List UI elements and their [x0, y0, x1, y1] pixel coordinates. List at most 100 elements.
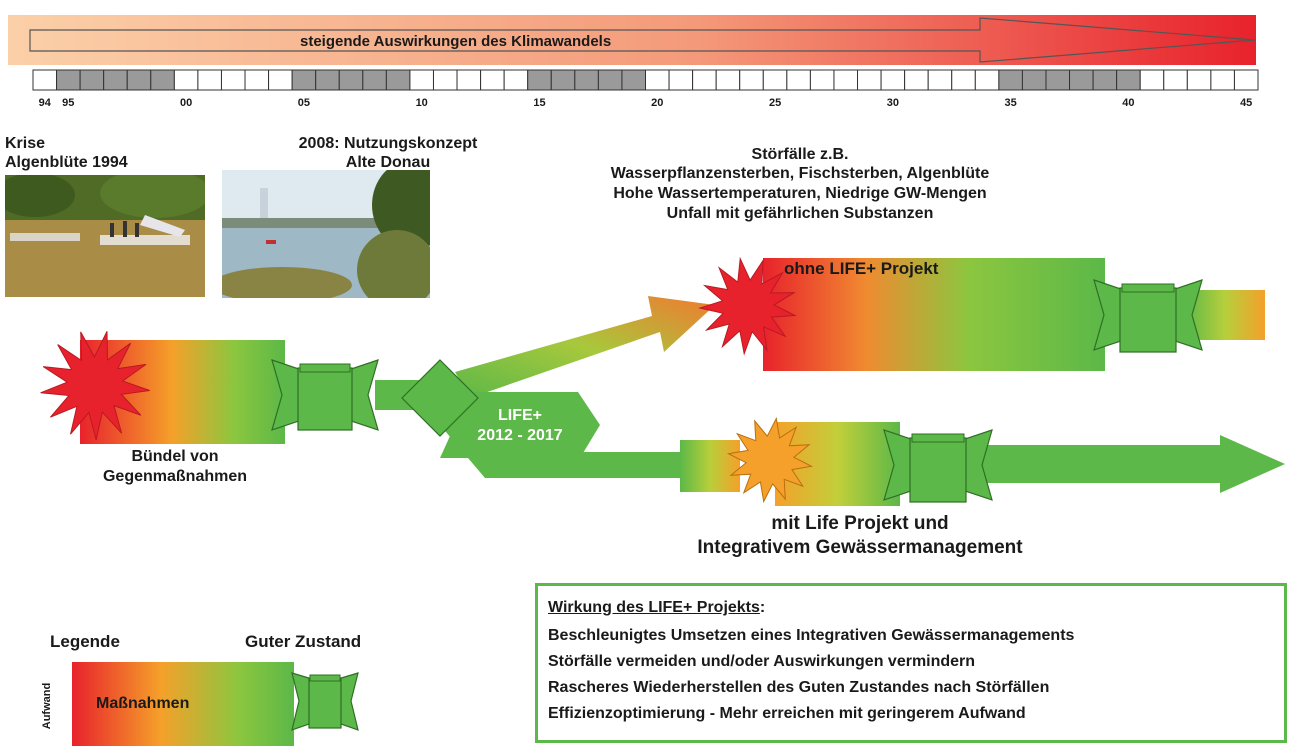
tick-label-20: 20 [651, 97, 664, 109]
timeline-cell-1996 [79, 69, 105, 91]
without-life-arrow [455, 296, 715, 398]
tick-label-35: 35 [1004, 97, 1017, 109]
legend-good-state-label: Guter Zustand [245, 632, 362, 651]
timeline-cell-2030 [880, 69, 906, 91]
incident-burst-small-icon [726, 416, 814, 504]
crisis-caption-line2: Algenblüte 1994 [5, 154, 128, 171]
legend-effort-label: Aufwand [41, 682, 53, 730]
timeline-cell-2011 [432, 69, 458, 91]
with-life-label-line1: mit Life Projekt und [771, 513, 949, 534]
effects-item-2: Störfälle vermeiden und/oder Auswirkunge… [548, 653, 976, 670]
crisis-caption-line1: Krise [5, 135, 46, 152]
legend-title: Legende [50, 632, 120, 651]
timeline-cell-2005 [291, 69, 317, 91]
timeline-cell-1998 [126, 69, 152, 91]
effects-item-4: Effizienzoptimierung - Mehr erreichen mi… [548, 705, 1026, 722]
tick-label-00: 00 [179, 97, 193, 109]
timeline-cell-1999 [150, 69, 175, 91]
with-life-short-bar [680, 440, 740, 492]
timeline-cell-2014 [503, 69, 529, 91]
effects-box: Wirkung des LIFE+ Projekts: Beschleunigt… [535, 583, 1287, 743]
timeline-cell-2043 [1186, 69, 1212, 91]
timeline-cell-1995 [56, 69, 81, 91]
timeline-cell-2024 [739, 69, 764, 91]
with-life-arrow [975, 435, 1285, 493]
tick-label-94: 94 [38, 97, 51, 109]
incident-burst-icon [698, 256, 797, 356]
without-life-measures-bar [763, 258, 1105, 371]
good-state-icon-bottom [883, 429, 993, 503]
tick-label-95: 95 [62, 97, 75, 109]
timeline-cell-2044 [1210, 69, 1235, 91]
timeline-cell-2026 [786, 69, 811, 91]
concept-caption-line2: Alte Donau [345, 154, 431, 171]
timeline-cells [32, 69, 1259, 91]
timeline-cell-2027 [809, 69, 835, 91]
algae-bloom-photo-art [5, 175, 205, 297]
tick-label-05: 05 [297, 97, 311, 109]
timeline-cell-2010 [409, 69, 434, 91]
timeline-cell-2023 [715, 69, 741, 91]
timeline-cell-2037 [1045, 69, 1071, 91]
tick-label-10: 10 [415, 97, 428, 109]
timeline-cell-2036 [1021, 69, 1047, 91]
timeline-cell-2006 [315, 69, 340, 91]
timeline-cell-2034 [974, 69, 1000, 91]
timeline-cell-2033 [951, 69, 976, 91]
timeline-cell-2018 [597, 69, 623, 91]
timeline-cell-2017 [574, 69, 599, 91]
banner-label: steigende Auswirkungen des Klimawandels [300, 33, 612, 50]
bundle-label-line1: Bündel von [131, 448, 219, 465]
tick-label-40: 40 [1122, 97, 1135, 109]
timeline-cell-2028 [833, 69, 859, 91]
timeline-cell-2007 [338, 69, 364, 91]
decision-diamond [401, 359, 479, 437]
timeline-cell-2001 [197, 69, 222, 91]
alte-donau-photo [222, 170, 430, 298]
with-life-label-line2: Integrativem Gewässermanagement [697, 537, 1023, 558]
effects-item-1: Beschleunigtes Umsetzen eines Integrativ… [548, 627, 1075, 644]
timeline-cell-2019 [621, 69, 647, 91]
tick-label-25: 25 [768, 97, 782, 109]
crisis-burst-icon [40, 331, 150, 441]
timeline-cell-2020 [645, 69, 670, 91]
without-life-label: ohne LIFE+ Projekt [784, 259, 939, 278]
tick-label-45: 45 [1240, 97, 1253, 109]
timeline-cell-2012 [456, 69, 482, 91]
life-label-block [440, 392, 600, 458]
timeline-cell-1997 [103, 69, 128, 91]
timeline-cell-2042 [1163, 69, 1188, 91]
timeline-cell-2021 [668, 69, 694, 91]
effects-heading-row: Wirkung des LIFE+ Projekts: [548, 598, 765, 617]
timeline-cell-2016 [550, 69, 576, 91]
timeline-cell-2035 [998, 69, 1023, 91]
good-state-icon [271, 359, 379, 431]
alte-donau-photo-art [222, 170, 430, 298]
timeline-cell-2022 [692, 69, 717, 91]
legend-good-state-icon [291, 672, 359, 731]
effects-item-3: Rascheres Wiederherstellen des Guten Zus… [548, 679, 1050, 696]
legend-measures-bar [72, 662, 294, 746]
effects-heading: Wirkung des LIFE+ Projekts [548, 599, 760, 616]
timeline-cell-2009 [385, 69, 411, 91]
timeline-cell-1994 [32, 69, 58, 91]
timeline-cell-2002 [220, 69, 246, 91]
banner-background [8, 15, 1256, 65]
without-life-tail [1185, 290, 1265, 340]
timeline-cell-2029 [857, 69, 882, 91]
timeline-cell-2008 [362, 69, 387, 91]
timeline-cell-2003 [244, 69, 270, 91]
bundle-label-line2: Gegenmaßnahmen [102, 468, 248, 485]
timeline-cell-2013 [480, 69, 505, 91]
incidents-line-1: Wasserpflanzensterben, Fischsterben, Alg… [610, 165, 990, 182]
incidents-heading: Störfälle z.B. [751, 146, 849, 163]
good-state-icon-top [1093, 279, 1203, 353]
timeline-cell-2004 [268, 69, 293, 91]
concept-caption-line1: 2008: Nutzungskonzept [298, 135, 478, 152]
life-label-line2: 2012 - 2017 [477, 427, 563, 444]
timeline-cell-2040 [1116, 69, 1141, 91]
timeline-cell-2025 [762, 69, 788, 91]
banner-arrow-outline [29, 17, 1256, 63]
algae-bloom-photo [5, 175, 205, 297]
